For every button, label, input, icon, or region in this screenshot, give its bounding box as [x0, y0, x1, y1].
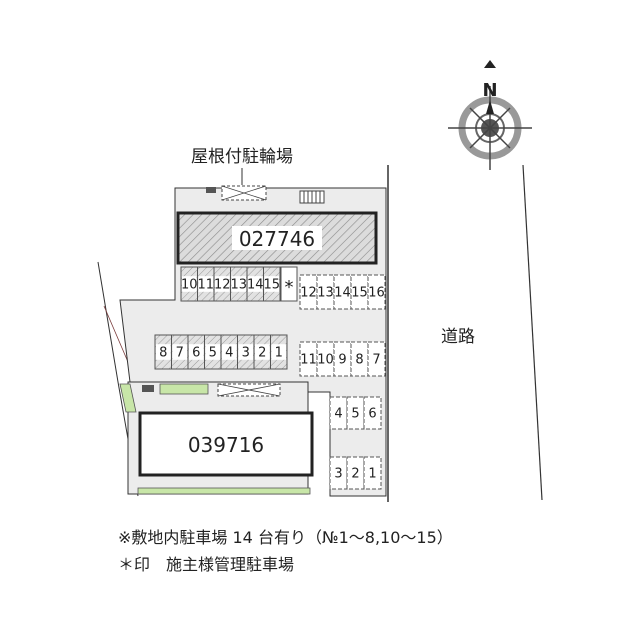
parking-space-number: 10 — [181, 278, 198, 293]
parking-space-number: 14 — [247, 278, 264, 293]
parking-space-number: 14 — [334, 286, 351, 301]
parking-space-label-bg — [222, 344, 237, 360]
green-strip-small — [159, 383, 209, 395]
bicycle-parking-label: 屋根付駐輪場 — [191, 147, 293, 167]
building-039716 — [138, 411, 314, 477]
parking-space-number: 7 — [372, 353, 380, 368]
parking-space-label-bg — [352, 351, 367, 367]
parking-space-label-bg — [172, 344, 187, 360]
parking-space-number: 13 — [317, 286, 334, 301]
parking-space-number: 15 — [351, 286, 368, 301]
parking-space-label-bg — [348, 405, 363, 421]
parking-space-number: 12 — [214, 278, 231, 293]
parking-space-number: 8 — [159, 346, 167, 361]
parking-space-number: 13 — [230, 278, 247, 293]
parking-space-label-bg — [348, 465, 363, 481]
parking-space-label-bg — [335, 284, 350, 300]
parking-space-label-bg — [205, 344, 220, 360]
parking-space-number: 2 — [351, 467, 359, 482]
parking-space-number: 3 — [242, 346, 250, 361]
parking-space-label-bg — [301, 284, 316, 300]
parking-space-label-bg — [369, 284, 384, 300]
parking-space-number: 6 — [368, 407, 376, 422]
parking-space-number: 8 — [355, 353, 363, 368]
parking-space-label-bg — [331, 465, 346, 481]
compass-north-label: N — [482, 80, 497, 101]
parking-space-label-bg — [231, 276, 246, 292]
building-027746-label: 027746 — [239, 227, 315, 251]
parking-space-number: 16 — [368, 286, 385, 301]
parking-space-label-bg — [182, 276, 197, 292]
parking-space-label-bg — [238, 344, 253, 360]
building-039716-label: 039716 — [188, 433, 264, 457]
green-strip-left — [119, 383, 137, 413]
parking-space-label-bg — [365, 465, 380, 481]
parking-space-number: 10 — [317, 353, 334, 368]
parking-space-number: 12 — [300, 286, 317, 301]
parking-space-label-bg — [301, 351, 316, 367]
parking-space-label-bg — [198, 276, 213, 292]
parking-space-number: 6 — [192, 346, 200, 361]
parking-space-label-bg — [352, 284, 367, 300]
parking-space-number: 7 — [176, 346, 184, 361]
property-boundary-inner — [103, 305, 129, 363]
parking-space-number: 5 — [209, 346, 217, 361]
parking-space-label-bg — [318, 351, 333, 367]
road-edge-right — [522, 164, 543, 501]
parking-space-number: 9 — [338, 353, 346, 368]
bicycle-parking — [206, 185, 325, 204]
parking-space-label-bg — [365, 405, 380, 421]
parking-space-number: 2 — [258, 346, 266, 361]
parking-space-label-bg — [271, 344, 286, 360]
reserved-parking-space — [280, 266, 298, 302]
parking-space-number: 15 — [263, 278, 280, 293]
parking-space-number: 3 — [334, 467, 342, 482]
parking-space-label-bg — [255, 344, 270, 360]
bicycle-rack-lower — [142, 383, 281, 397]
parking-space-label-bg — [156, 344, 171, 360]
compass-rose-icon — [448, 60, 532, 170]
road-label: 道路 — [441, 327, 475, 347]
reserved-mark: * — [285, 277, 294, 298]
parking-space-label-bg — [335, 351, 350, 367]
green-strip-bottom — [137, 487, 311, 495]
parking-space-number: 4 — [334, 407, 342, 422]
parking-space-label-bg — [331, 405, 346, 421]
parking-space-label-bg — [248, 276, 263, 292]
parking-space-number: 11 — [197, 278, 214, 293]
parking-space-label-bg — [215, 276, 230, 292]
parking-note: ※敷地内駐車場 14 台有り（№1～8,10～15） — [118, 528, 453, 547]
parking-space-number: 4 — [225, 346, 233, 361]
parking-space-label-bg — [318, 284, 333, 300]
parking-space-number: 11 — [300, 353, 317, 368]
parking-space-number: 5 — [351, 407, 359, 422]
parking-space-number: 1 — [368, 467, 376, 482]
parking-space-label-bg — [189, 344, 204, 360]
parking-space-number: 1 — [275, 346, 283, 361]
parking-space-label-bg — [264, 276, 279, 292]
managed-parking-note: ＊印 施主様管理駐車場 — [118, 555, 295, 574]
parking-space-label-bg — [369, 351, 384, 367]
